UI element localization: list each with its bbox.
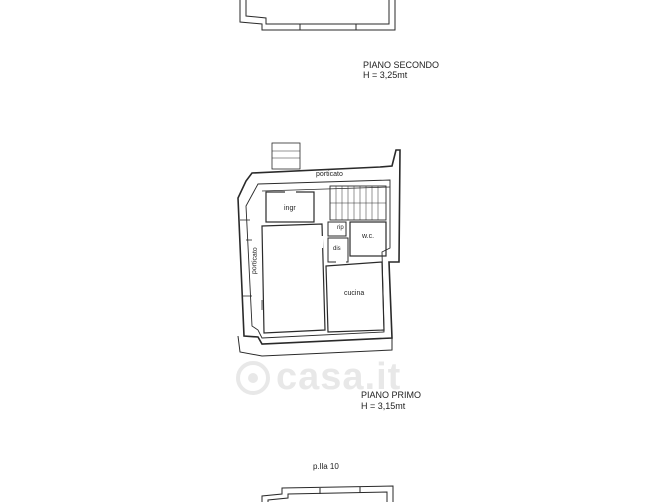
casa-watermark: casa.it [236,356,401,399]
ingresso-label: ingr [284,205,296,212]
floor-1-title: PIANO PRIMO [361,390,422,400]
cucina-room [325,261,385,333]
parcel-label: p.lla 10 [313,462,339,471]
watermark-text: casa.it [276,356,402,398]
top-plan-fragment [239,0,396,31]
living-room [261,223,326,334]
outer-wall [237,149,401,345]
floor-1-height: H = 3,15mt [361,401,406,411]
porticato-side-label: porticato [251,247,259,275]
dis-label: dis [333,246,341,252]
floor-2-title: PIANO SECONDO [363,60,440,70]
terrace [271,142,301,170]
casa-logo-icon [236,360,270,395]
first-floor-plan [237,142,401,357]
porticato-top-label: porticato [316,171,343,178]
rip-label: rip [337,225,344,231]
wc-room [349,221,387,257]
floor-2-height: H = 3,25mt [363,70,408,80]
cucina-label: cucina [344,290,365,297]
bottom-plan-fragment [261,485,394,502]
rip-room [327,221,347,237]
inner-wall [245,179,391,339]
wc-label: w.c. [362,233,375,240]
